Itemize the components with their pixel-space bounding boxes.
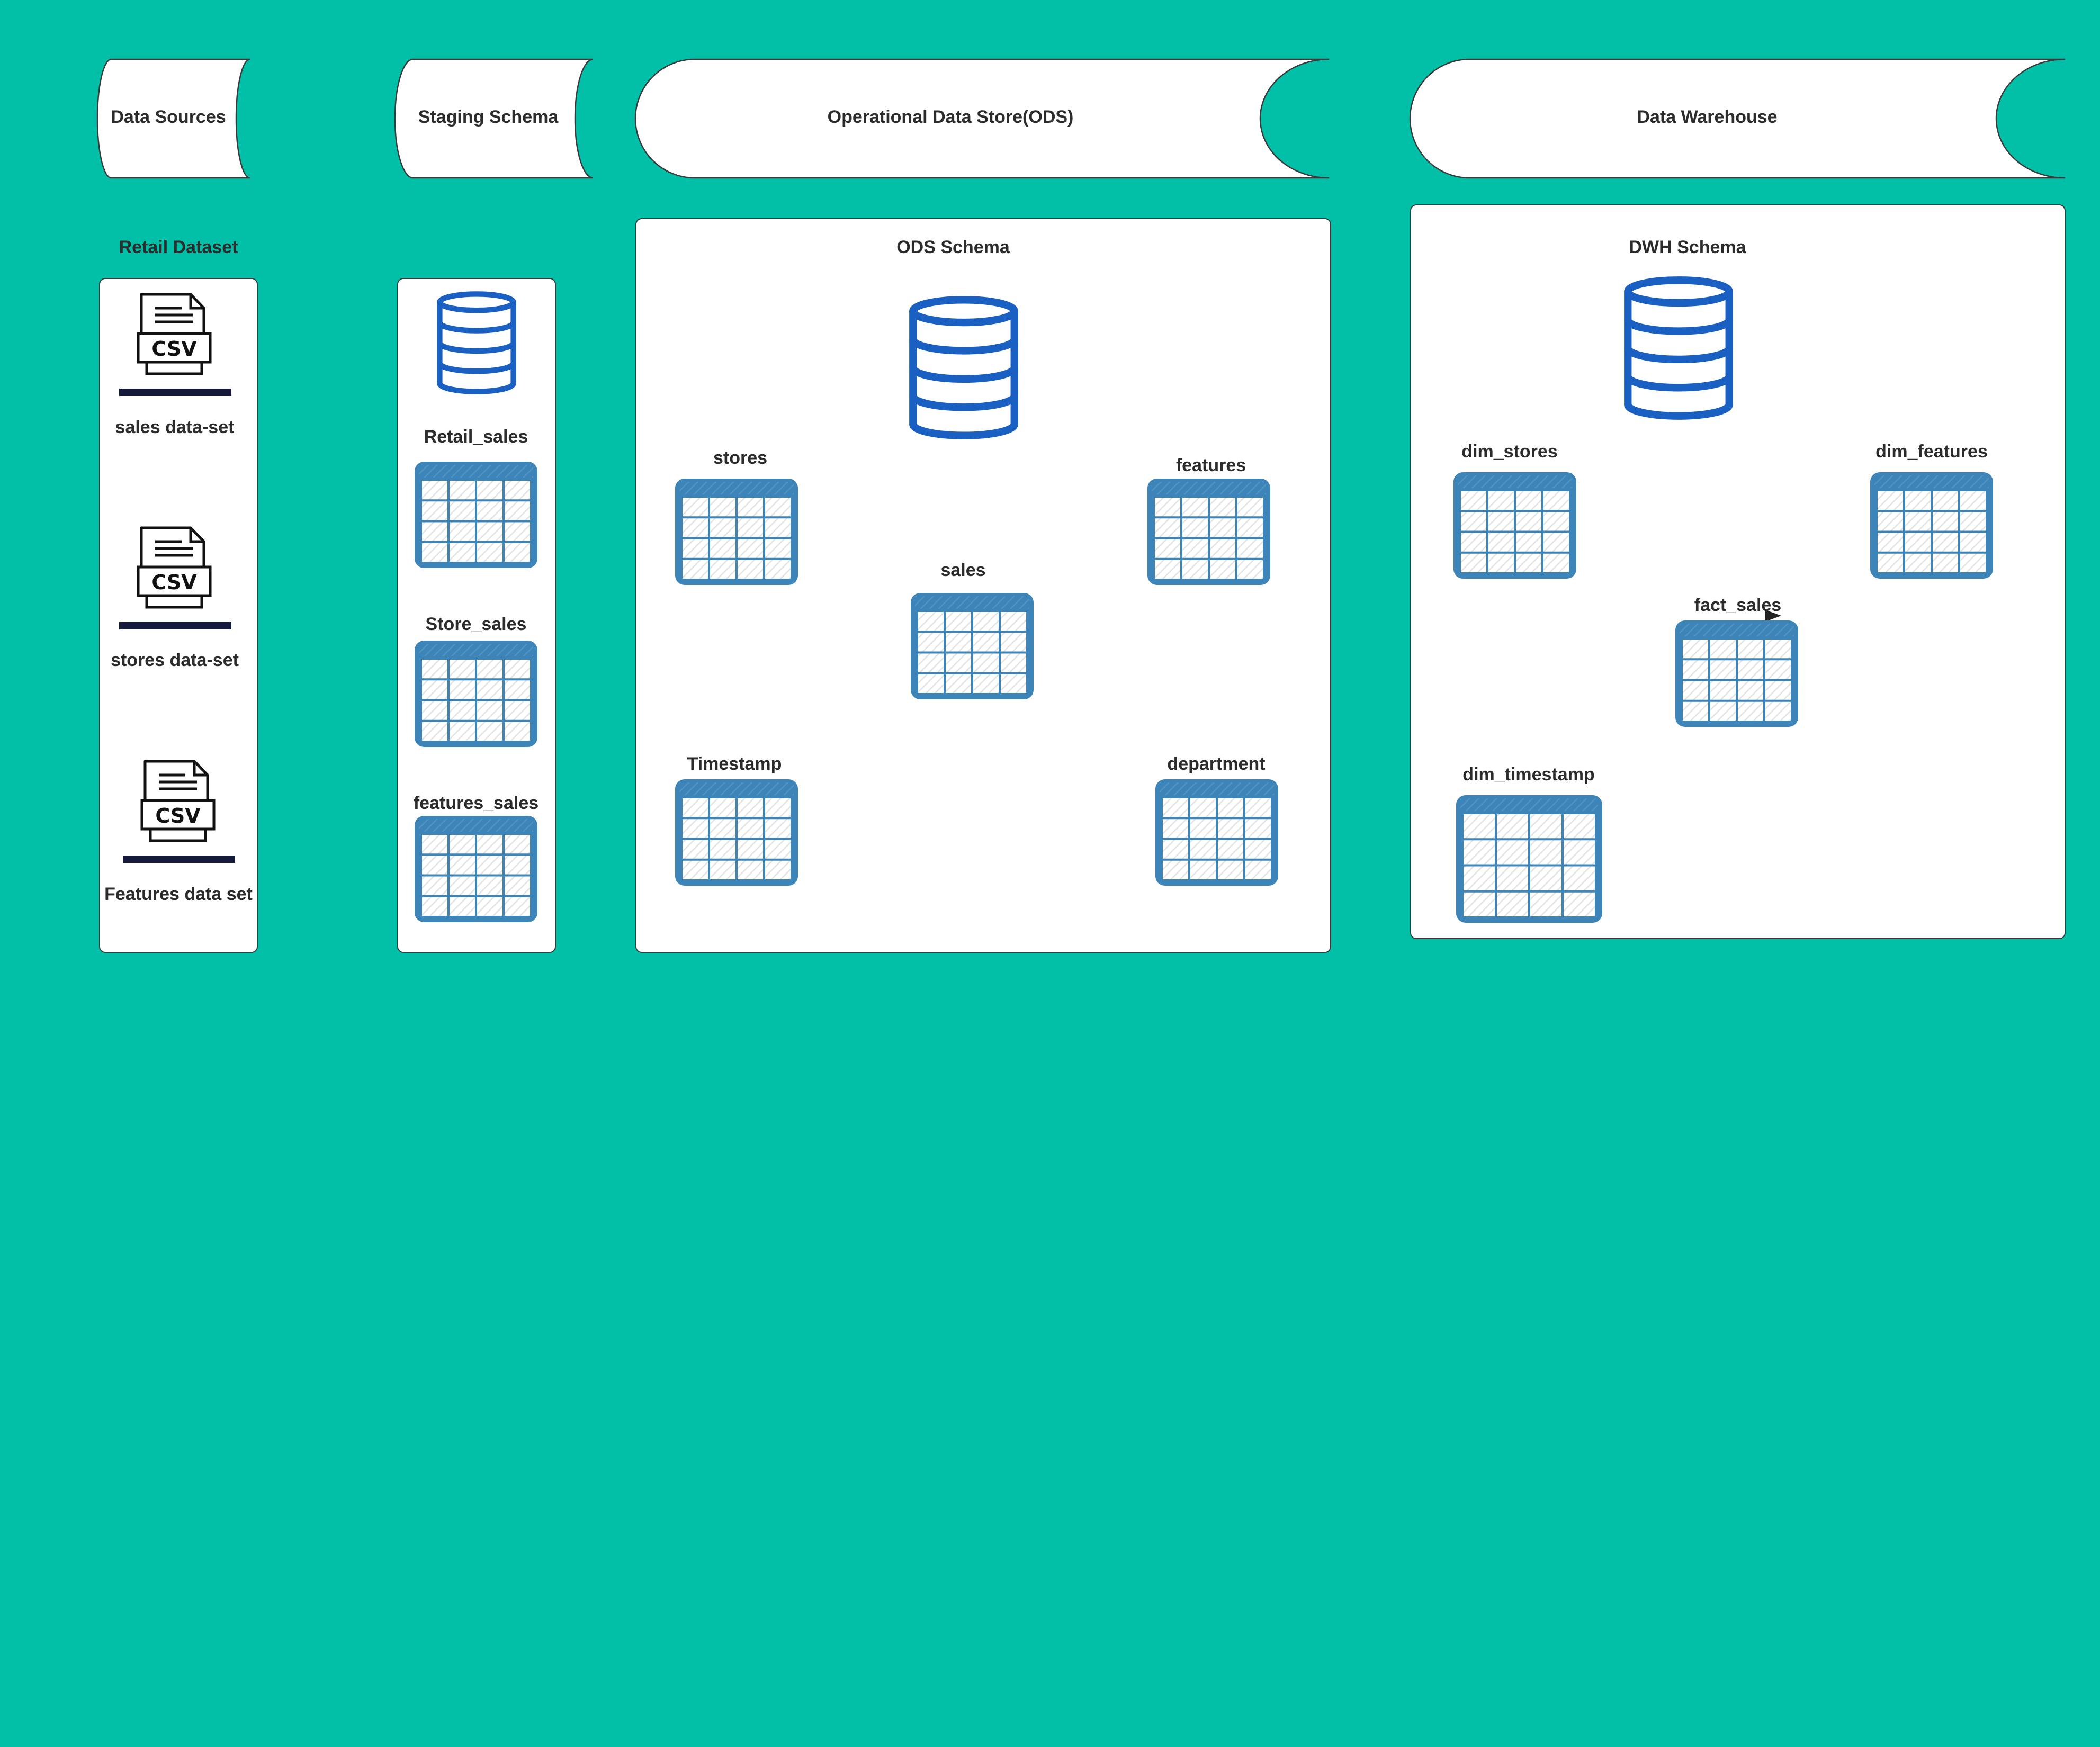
ods-table-label: department	[1167, 754, 1266, 774]
csv-file-icon: CSV	[119, 292, 231, 401]
dwh-schema-title: DWH Schema	[1629, 237, 1746, 257]
sales-dataset-label: sales data-set	[115, 417, 235, 437]
header-staging-shape	[394, 58, 594, 179]
staging-table-label: Store_sales	[425, 614, 527, 634]
table-icon	[674, 478, 799, 589]
table-icon	[910, 592, 1035, 703]
table-icon	[414, 640, 539, 751]
database-icon	[434, 289, 519, 400]
dwh-table-label: dim_stores	[1461, 442, 1558, 462]
header-dwh-shape	[1409, 58, 2066, 179]
header-data-sources-label: Data Sources	[111, 107, 226, 127]
database-icon	[905, 292, 1022, 446]
svg-text:CSV: CSV	[151, 337, 197, 361]
ods-table-label: sales	[940, 560, 986, 580]
ods-table-label: features	[1175, 455, 1246, 475]
csv-file-icon: CSV	[119, 526, 231, 634]
header-dwh-label: Data Warehouse	[1637, 107, 1778, 127]
dwh-table-label: dim_timestamp	[1462, 764, 1595, 785]
table-icon	[1869, 471, 1994, 582]
database-icon	[1620, 273, 1737, 426]
stores-dataset-label: stores data-set	[111, 650, 239, 670]
table-icon	[1146, 478, 1271, 589]
table-icon	[1674, 619, 1799, 731]
ods-schema-title: ODS Schema	[896, 237, 1010, 257]
csv-file-icon: CSV	[123, 759, 235, 868]
table-icon	[1154, 778, 1279, 889]
header-ods-shape	[634, 58, 1330, 179]
table-icon	[1455, 794, 1603, 926]
svg-text:CSV: CSV	[151, 571, 197, 594]
header-staging-label: Staging Schema	[418, 107, 559, 127]
ods-table-label: stores	[713, 448, 768, 468]
table-icon	[414, 815, 539, 926]
table-icon	[1452, 471, 1577, 582]
features-dataset-label: Features data set	[104, 884, 253, 904]
staging-table-label: features_sales	[413, 793, 539, 813]
dwh-table-label: dim_features	[1875, 442, 1988, 462]
cursor-arrow-icon	[1764, 609, 1782, 625]
table-icon	[414, 461, 539, 572]
header-ods-label: Operational Data Store(ODS)	[827, 107, 1074, 127]
staging-table-label: Retail_sales	[424, 427, 528, 447]
header-data-sources-shape	[96, 58, 250, 179]
retail-dataset-title: Retail Dataset	[119, 237, 238, 257]
table-icon	[674, 778, 799, 889]
svg-text:CSV: CSV	[155, 804, 201, 827]
ods-table-label: Timestamp	[687, 754, 782, 774]
